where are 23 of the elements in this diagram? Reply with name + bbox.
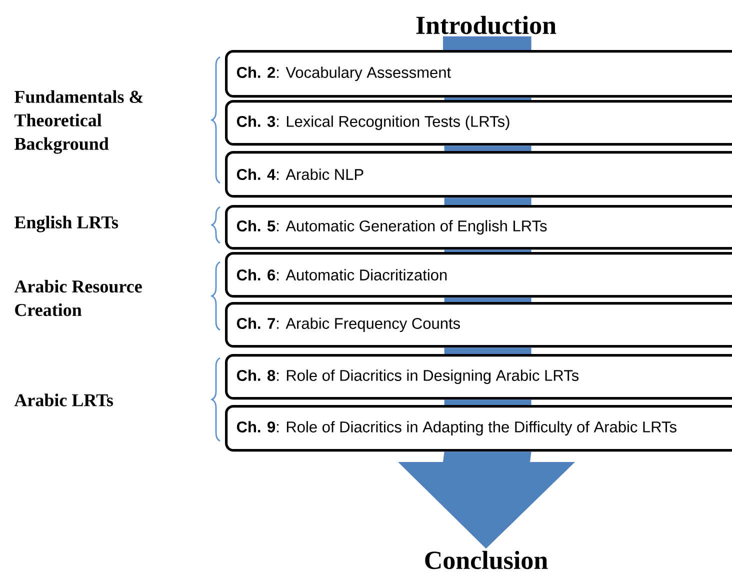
group-label: English LRTs — [14, 216, 118, 232]
group-label: Arabic Resource Creation — [14, 280, 142, 316]
chapter-box: Ch. 8: Role of Diacritics in Designing Arabic LRTs — [225, 354, 732, 400]
chapter-box: Ch. 5: Automatic Generation of English LRTs — [225, 205, 732, 250]
arrow-shaft — [444, 250, 532, 252]
chapter-box: Ch. 2: Vocabulary Assessment — [225, 50, 732, 98]
arrow-shaft — [444, 298, 532, 302]
arrow-shaft — [444, 146, 532, 151]
chapter-box: Ch. 6: Automatic Diacritization — [225, 252, 732, 298]
chapter-box: Ch. 9: Role of Diacritics in Adapting the Difficulty of Arabic LRTs — [225, 405, 732, 452]
heading: Introduction — [416, 16, 556, 34]
arrow-shaft — [444, 348, 532, 354]
heading: Conclusion — [425, 550, 548, 570]
group-label: Fundamentals & Theoretical Background — [14, 90, 143, 154]
arrow-shaft — [444, 198, 532, 205]
group-label: Arabic LRTs — [14, 394, 113, 406]
arrow-shaft — [444, 400, 532, 405]
block-arrow — [398, 452, 575, 549]
chapter-box: Ch. 4: Arabic NLP — [225, 151, 732, 198]
arrow-shaft — [444, 98, 532, 100]
chapter-box: Ch. 7: Arabic Frequency Counts — [225, 302, 732, 348]
arrow-shaft — [443, 36, 532, 50]
chapter-box: Ch. 3: Lexical Recognition Tests (LRTs) — [225, 100, 732, 146]
